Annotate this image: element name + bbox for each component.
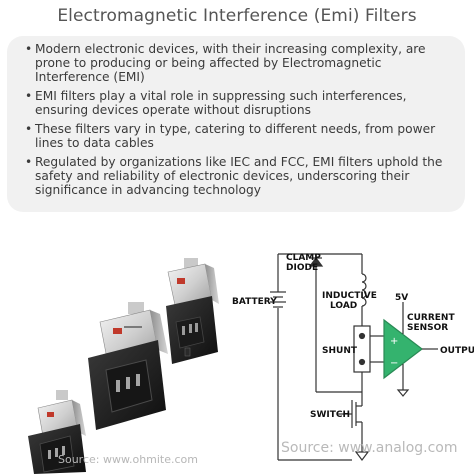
schematic-source-credit: Source: www.analog.com: [281, 440, 458, 456]
label-inductive: INDUCTIVE: [322, 291, 377, 301]
battery-icon: [270, 291, 286, 308]
bullet-dot: •: [25, 89, 33, 103]
ground-icon: [354, 440, 370, 461]
label-battery: BATTERY: [232, 297, 277, 307]
clamp-diode-icon: [308, 254, 324, 392]
bullet-dot: •: [25, 155, 33, 169]
label-sensor: SENSOR: [407, 323, 448, 333]
label-5v: 5V: [395, 293, 408, 303]
bullet-item: • EMI filters play a vital role in suppr…: [25, 89, 451, 117]
shunt-resistor-icon: [353, 325, 384, 373]
switch-mosfet-icon: [338, 400, 363, 440]
inductive-load-icon: [361, 273, 367, 326]
photo-source-credit: Source: www.ohmite.com: [58, 453, 199, 466]
label-shunt: SHUNT: [322, 346, 358, 356]
bullet-item: • Regulated by organizations like IEC an…: [25, 155, 451, 197]
filter-module-medium: [88, 302, 168, 430]
emi-filter-photo: [28, 258, 219, 474]
label-output: OUTPUT: [440, 346, 474, 356]
circuit-schematic: CLAMP DIODE BATTERY INDUCTIVE LOAD 5V CU…: [232, 253, 474, 461]
amp-minus-sign: −: [390, 358, 398, 369]
label-current: CURRENT: [407, 313, 455, 323]
bullet-text: Regulated by organizations like IEC and …: [35, 155, 443, 197]
bullet-text: EMI filters play a vital role in suppres…: [35, 89, 407, 117]
bullet-dot: •: [25, 122, 33, 136]
label-switch: SWITCH: [310, 410, 350, 420]
label-clamp: CLAMP: [286, 253, 321, 263]
label-load: LOAD: [330, 301, 357, 311]
current-sensor-amplifier-icon: [383, 302, 438, 397]
bullet-text: These filters vary in type, catering to …: [35, 122, 436, 150]
filter-module-small: [166, 258, 219, 364]
bullet-text: Modern electronic devices, with their in…: [35, 42, 426, 84]
bullet-dot: •: [25, 42, 33, 56]
bullet-item: • These filters vary in type, catering t…: [25, 122, 451, 150]
filter-module-front: [28, 390, 86, 474]
label-diode: DIODE: [286, 263, 318, 273]
amp-plus-sign: +: [390, 336, 398, 347]
summary-card: • Modern electronic devices, with their …: [7, 36, 465, 212]
page-title: Electromagnetic Interference (Emi) Filte…: [57, 6, 417, 26]
bullet-item: • Modern electronic devices, with their …: [25, 42, 451, 84]
